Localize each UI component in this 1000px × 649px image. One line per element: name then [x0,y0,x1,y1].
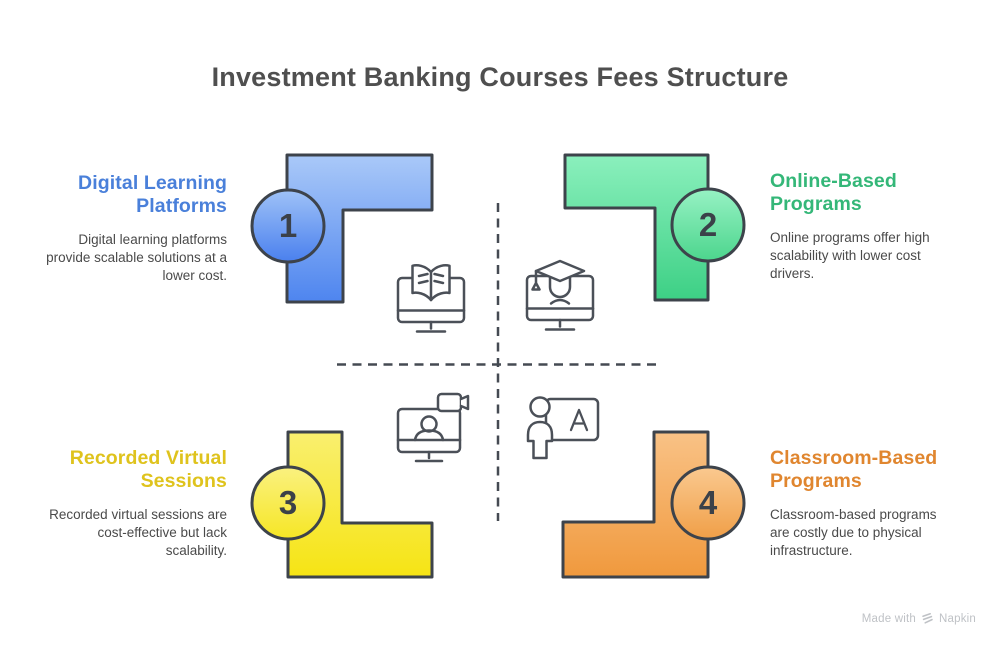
number-circle-2 [670,187,746,263]
quadrant-1-text-block: Digital Learning Platforms Digital learn… [37,172,227,285]
blue-l-shape [285,153,434,304]
quadrant-1-description: Digital learning platforms provide scala… [46,232,227,283]
watermark-brand: Napkin [939,612,976,625]
step-number-1: 1 [278,207,298,244]
step-number-4: 4 [698,484,718,521]
quadrant-2-title: Online-Based Programs [770,170,897,215]
page-title: Investment Banking Courses Fees Structur… [211,62,789,92]
step-number-3: 3 [278,484,298,521]
watermark: Made with Napkin [862,612,976,625]
watermark-prefix: Made with [861,612,916,625]
quadrant-4-title: Classroom-Based Programs [770,447,938,492]
number-circle-1 [250,188,326,264]
monitor-graduate-icon [525,259,595,331]
quadrant-2-description: Online programs offer high scalability w… [770,230,930,281]
quadrant-2-text-block: Online-Based Programs Online programs of… [770,170,953,283]
teacher-board-icon [526,396,600,460]
monitor-open-book-icon [396,264,466,333]
quadrant-3-description: Recorded virtual sessions are cost-effec… [49,507,227,558]
yellow-l-shape [286,430,434,579]
quadrant-4-text-block: Classroom-Based Programs Classroom-based… [770,447,953,560]
green-l-shape [563,153,710,302]
step-number-2: 2 [698,206,718,243]
quadrant-1-title: Digital Learning Platforms [78,172,227,217]
orange-l-shape [561,430,710,579]
napkin-logo-icon [922,613,933,624]
monitor-video-call-icon [396,392,470,463]
number-circle-4 [670,465,746,541]
quadrant-3-text-block: Recorded Virtual Sessions Recorded virtu… [37,447,227,560]
quadrant-4-description: Classroom-based programs are costly due … [770,507,937,558]
quadrant-3-title: Recorded Virtual Sessions [69,447,227,492]
number-circle-3 [250,465,326,541]
